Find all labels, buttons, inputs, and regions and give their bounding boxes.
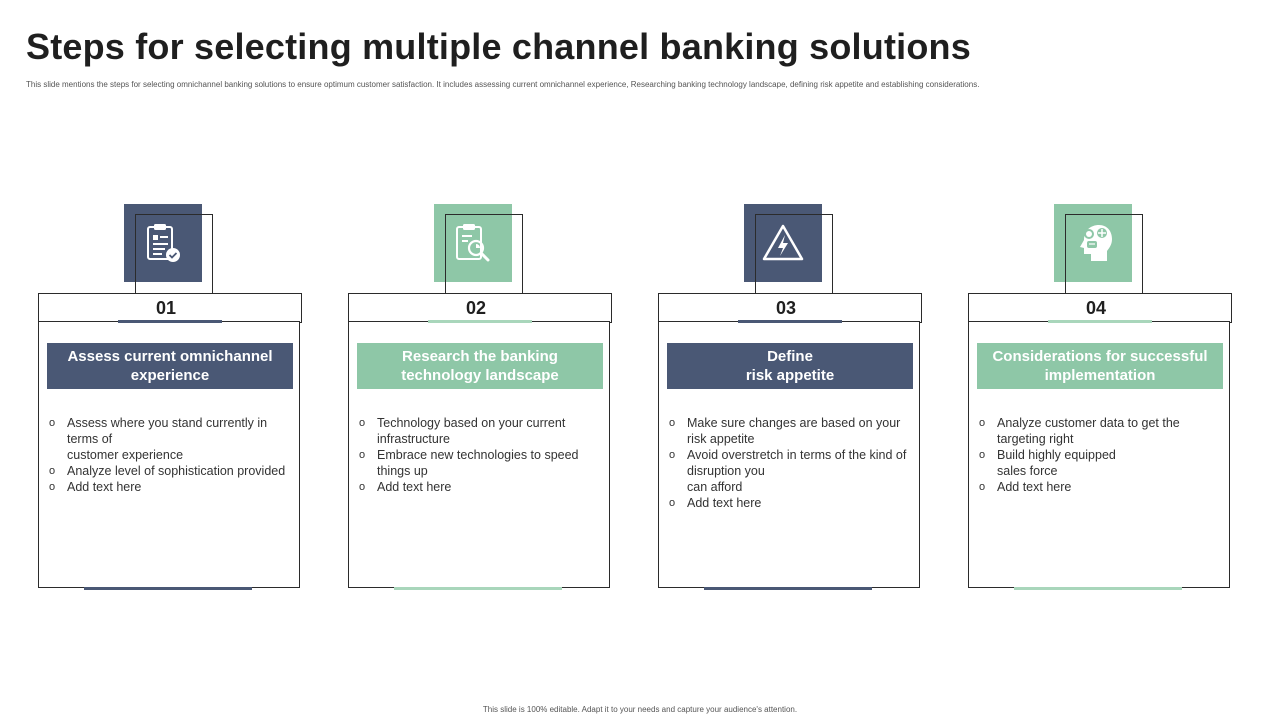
clipboard-check-icon xyxy=(147,224,180,262)
step-heading: Considerations for successful implementa… xyxy=(977,343,1223,389)
report-magnifier-icon xyxy=(456,224,490,262)
step-icon-tile xyxy=(434,204,512,282)
step-content-card: Research the banking technology landscap… xyxy=(348,321,610,588)
icon-frame xyxy=(135,214,213,294)
step-content-card: Considerations for successful implementa… xyxy=(968,321,1230,588)
step-icon-tile xyxy=(124,204,202,282)
step-number-box: 02 xyxy=(348,293,612,323)
accent-line xyxy=(428,320,532,323)
bullet-marker: o xyxy=(359,449,366,461)
step-card-4: 04 Considerations for successful impleme… xyxy=(968,204,1232,594)
icon-frame xyxy=(755,214,833,294)
card-bottom-accent xyxy=(704,587,872,590)
step-number: 02 xyxy=(465,297,487,318)
step-number-box: 01 xyxy=(38,293,302,323)
bullet-marker: o xyxy=(979,449,986,461)
accent-line xyxy=(118,320,222,323)
step-heading: Define risk appetite xyxy=(667,343,913,389)
step-number: 01 xyxy=(155,297,177,318)
bullet-marker: o xyxy=(669,497,676,509)
icon-frame xyxy=(445,214,523,294)
step-number: 03 xyxy=(775,297,797,318)
bullet-marker: o xyxy=(979,481,986,493)
step-icon-tile xyxy=(744,204,822,282)
card-bottom-accent xyxy=(1014,587,1182,590)
bullet-marker: o xyxy=(669,449,676,461)
icon-frame xyxy=(1065,214,1143,294)
bullet-marker: o xyxy=(49,465,56,477)
warning-lightning-icon xyxy=(762,224,804,261)
card-bottom-accent xyxy=(394,587,562,590)
card-bottom-accent xyxy=(84,587,252,590)
bullet-marker: o xyxy=(669,417,676,429)
bullet-marker: o xyxy=(979,417,986,429)
bullet-marker: o xyxy=(359,417,366,429)
slide-title: Steps for selecting multiple channel ban… xyxy=(26,26,971,67)
step-card-2: 02 Research the banking technology lands… xyxy=(348,204,612,594)
step-number-box: 04 xyxy=(968,293,1232,323)
accent-line xyxy=(1048,320,1152,323)
bullet-marker: o xyxy=(49,417,56,429)
slide-footer: This slide is 100% editable. Adapt it to… xyxy=(482,705,798,714)
bullet-marker: o xyxy=(359,481,366,493)
step-card-1: 01 Assess current omnichannel experience… xyxy=(38,204,302,594)
accent-line xyxy=(738,320,842,323)
slide-subtitle: This slide mentions the steps for select… xyxy=(26,80,980,89)
head-ideas-icon xyxy=(1080,225,1112,261)
step-number: 04 xyxy=(1085,297,1107,318)
step-icon-tile xyxy=(1054,204,1132,282)
step-number-box: 03 xyxy=(658,293,922,323)
step-heading: Research the banking technology landscap… xyxy=(357,343,603,389)
step-heading: Assess current omnichannel experience xyxy=(47,343,293,389)
bullet-marker: o xyxy=(49,481,56,493)
